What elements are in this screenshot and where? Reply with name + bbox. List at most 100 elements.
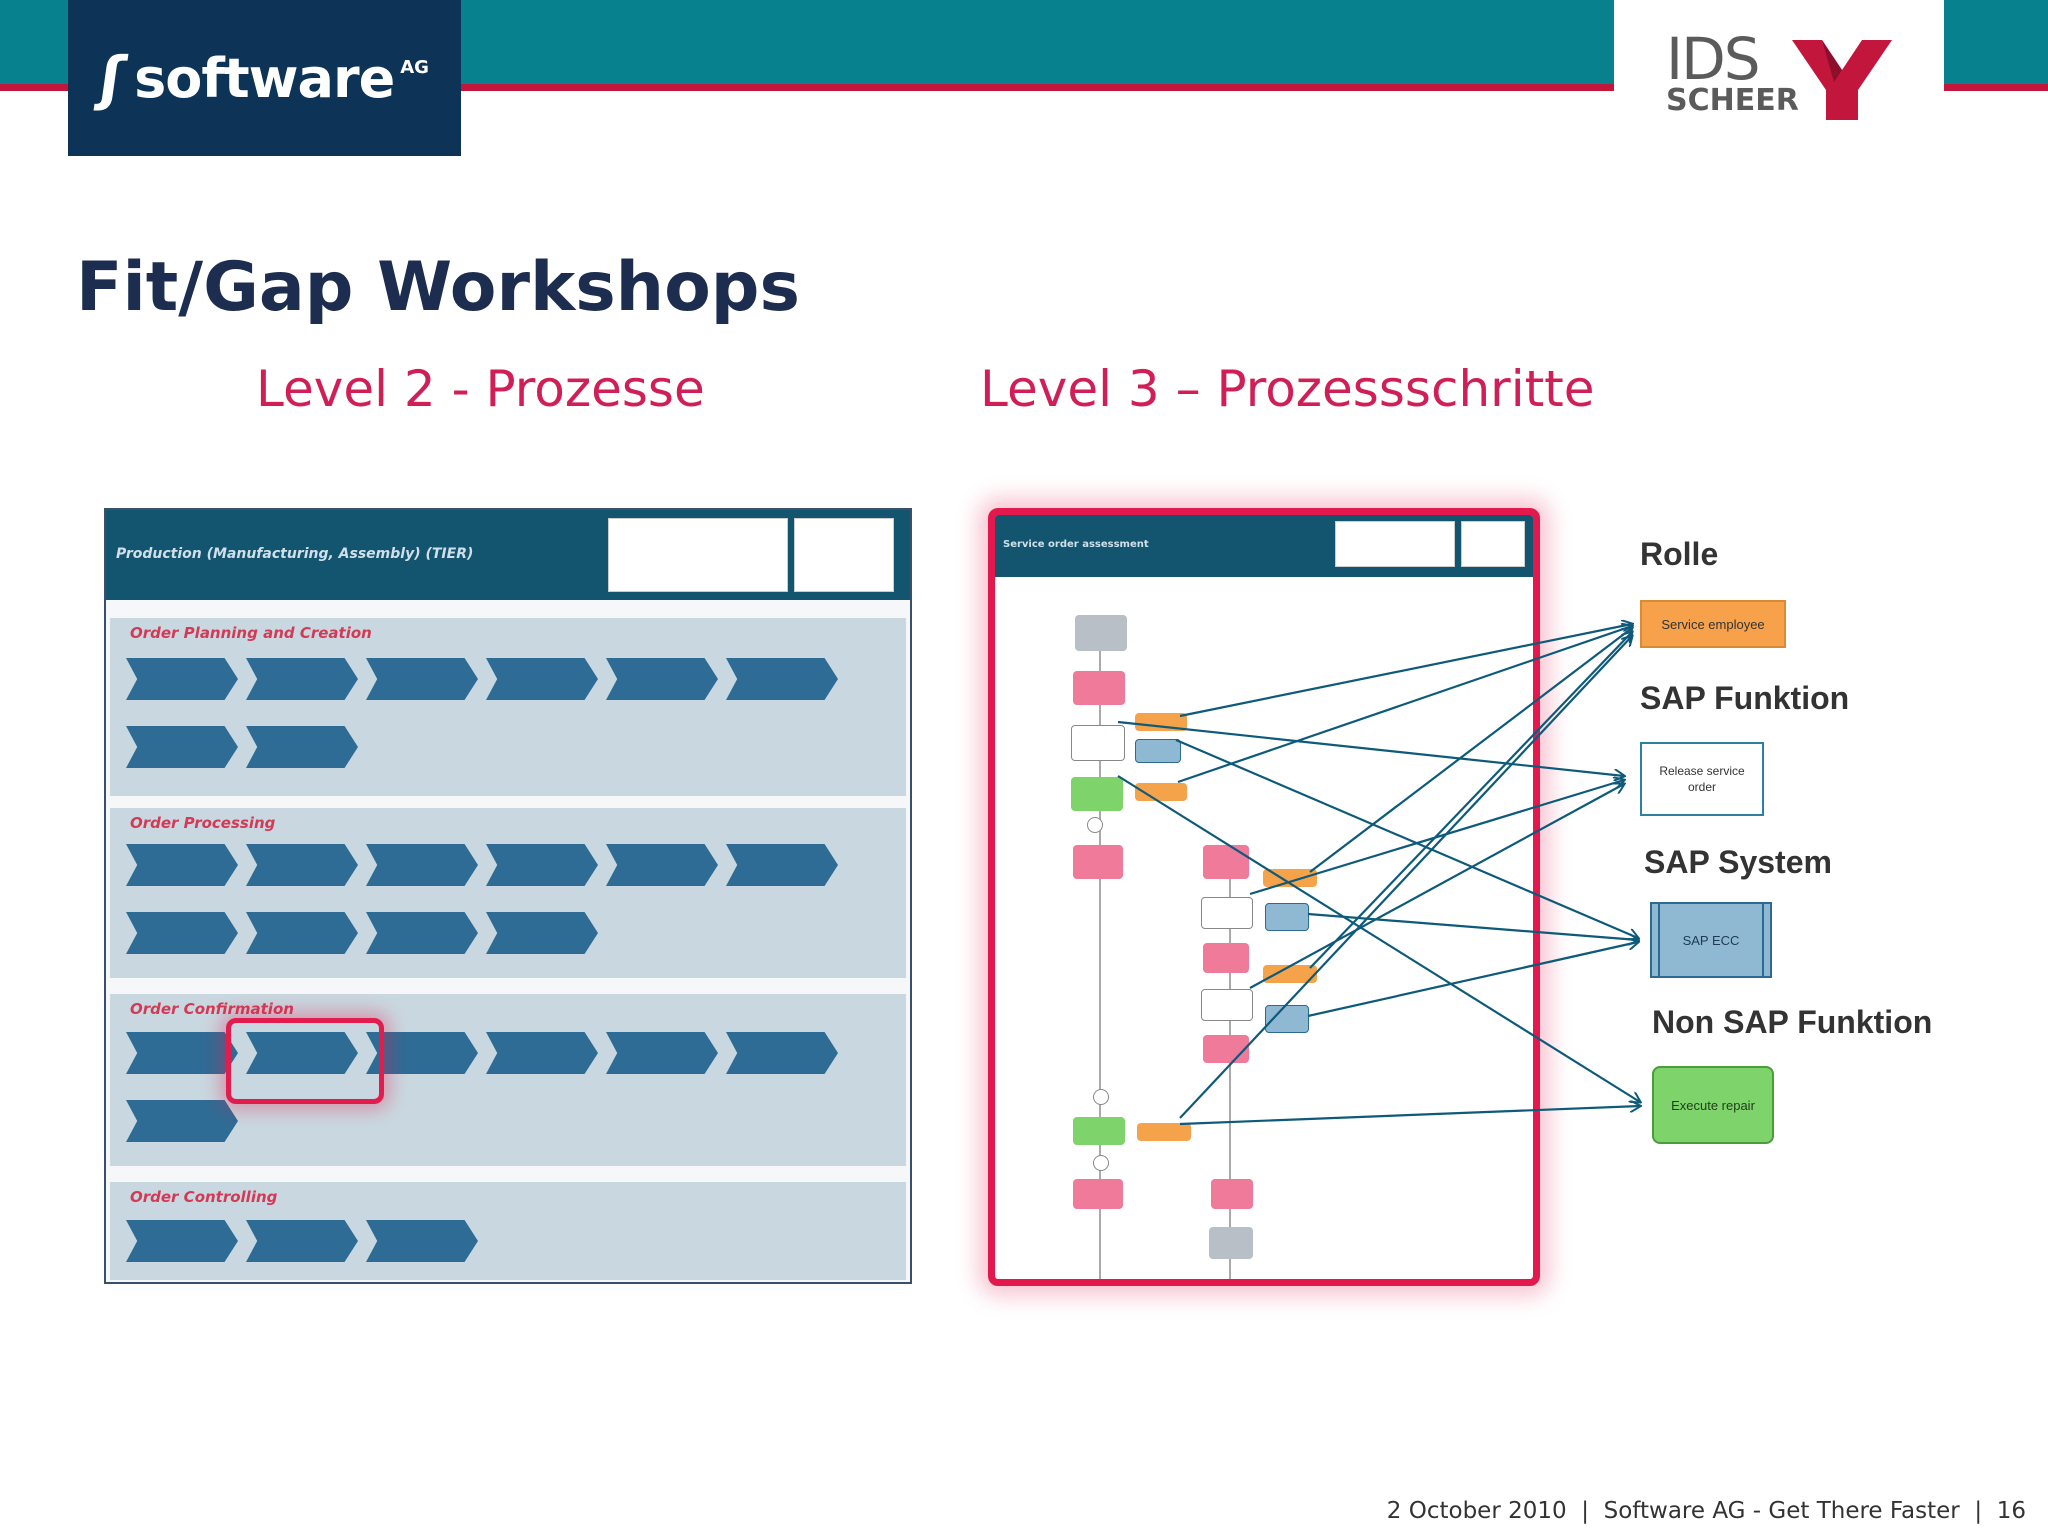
process-step bbox=[486, 912, 598, 954]
level3-step-screenshot: Service order assessment bbox=[988, 508, 1540, 1286]
process-step bbox=[606, 844, 718, 886]
discrete-performance-logo bbox=[608, 518, 788, 592]
arrow-to-role bbox=[1309, 628, 1632, 873]
process-step bbox=[126, 1220, 238, 1262]
level3-screenshot-title: Service order assessment bbox=[1003, 539, 1149, 550]
process-group: Order Planning and Creation bbox=[110, 618, 906, 796]
event-node bbox=[1073, 845, 1123, 879]
flow-connector bbox=[1099, 623, 1101, 1279]
legend-heading-sap-funktion: SAP Funktion bbox=[1640, 680, 1850, 716]
process-step bbox=[366, 1032, 478, 1074]
arrow-to-nonsap bbox=[1179, 1106, 1640, 1126]
process-step bbox=[486, 658, 598, 700]
process-step bbox=[246, 1220, 358, 1262]
software-ag-logo: ʃ software AG bbox=[68, 0, 461, 156]
function-node bbox=[1201, 897, 1253, 929]
page-number: 16 bbox=[1996, 1498, 2026, 1524]
arrow-to-function bbox=[1249, 784, 1624, 989]
role-node bbox=[1135, 783, 1187, 801]
arrow-to-system bbox=[1307, 942, 1638, 1018]
nonsap-node bbox=[1073, 1117, 1125, 1145]
level2-screenshot-title: Production (Manufacturing, Assembly) (TI… bbox=[116, 546, 474, 562]
arrow-to-system bbox=[1175, 738, 1638, 938]
header-red-line bbox=[0, 84, 2048, 91]
ids-scheer-logo: IDS SCHEER bbox=[1614, 0, 1944, 156]
arrow-to-role bbox=[1179, 636, 1632, 1119]
connector-node bbox=[1093, 1089, 1109, 1105]
legend-sap-function-box: Release service order bbox=[1640, 742, 1764, 816]
role-node bbox=[1263, 965, 1317, 983]
process-step bbox=[126, 1100, 238, 1142]
arrow-to-function bbox=[1117, 720, 1624, 776]
connector-node bbox=[1087, 817, 1103, 833]
role-node bbox=[1135, 713, 1187, 731]
event-node bbox=[1073, 1179, 1123, 1209]
process-step bbox=[726, 1032, 838, 1074]
connector-node bbox=[1093, 1155, 1109, 1171]
arrow-to-nonsap bbox=[1117, 775, 1640, 1102]
legend-sap-system-box: SAP ECC bbox=[1650, 902, 1772, 978]
ids-mini-logo bbox=[794, 518, 894, 592]
event-node bbox=[1209, 1227, 1253, 1259]
ids-scheer-mark-icon bbox=[1792, 40, 1892, 120]
system-node bbox=[1265, 903, 1309, 931]
footer-slogan: Software AG - Get There Faster bbox=[1603, 1498, 1960, 1524]
software-ag-suffix: AG bbox=[400, 56, 429, 78]
process-step bbox=[246, 844, 358, 886]
legend-role-box: Service employee bbox=[1640, 600, 1786, 648]
process-step bbox=[606, 1032, 718, 1074]
discrete-performance-mini-logo bbox=[1335, 521, 1455, 567]
event-node bbox=[1203, 845, 1249, 879]
process-group-title: Order Planning and Creation bbox=[130, 624, 372, 642]
process-step bbox=[126, 912, 238, 954]
ids-logo-text: IDS bbox=[1666, 25, 1761, 93]
legend-sap-function-label: Release service order bbox=[1659, 764, 1745, 794]
subhead-level3: Level 3 – Prozessschritte bbox=[980, 360, 1595, 418]
footer-date: 2 October 2010 bbox=[1386, 1498, 1567, 1524]
process-step bbox=[726, 658, 838, 700]
arrow-to-role bbox=[1309, 632, 1632, 969]
process-step bbox=[366, 1220, 478, 1262]
level2-screenshot-header: Production (Manufacturing, Assembly) (TI… bbox=[106, 510, 910, 600]
process-step bbox=[366, 912, 478, 954]
level2-process-screenshot: Production (Manufacturing, Assembly) (TI… bbox=[104, 508, 912, 1284]
event-node bbox=[1211, 1179, 1253, 1209]
page-title: Fit/Gap Workshops bbox=[76, 248, 800, 327]
legend-sap-system-label: SAP ECC bbox=[1682, 932, 1740, 948]
event-node bbox=[1203, 943, 1249, 973]
process-step bbox=[726, 844, 838, 886]
legend-non-sap-function-box: Execute repair bbox=[1652, 1066, 1774, 1144]
process-step bbox=[126, 844, 238, 886]
level2-highlight-frame bbox=[226, 1018, 384, 1104]
slide-footer: 2 October 2010 | Software AG - Get There… bbox=[1386, 1498, 2026, 1524]
process-step bbox=[246, 912, 358, 954]
level3-screenshot-header: Service order assessment bbox=[995, 515, 1533, 577]
function-node bbox=[1201, 989, 1253, 1021]
arrow-to-role bbox=[1179, 624, 1632, 718]
process-step bbox=[246, 658, 358, 700]
process-group-title: Order Processing bbox=[130, 814, 276, 832]
process-step bbox=[246, 726, 358, 768]
process-step bbox=[486, 1032, 598, 1074]
process-group: Order Controlling bbox=[110, 1182, 906, 1280]
function-node bbox=[1071, 725, 1125, 761]
role-node bbox=[1137, 1123, 1191, 1141]
process-group: Order Processing bbox=[110, 808, 906, 978]
legend-heading-rolle: Rolle bbox=[1640, 536, 1719, 572]
ids-mini-logo bbox=[1461, 521, 1525, 567]
process-step bbox=[126, 658, 238, 700]
process-step bbox=[486, 844, 598, 886]
arrow-to-system bbox=[1307, 912, 1638, 940]
subhead-level2: Level 2 - Prozesse bbox=[256, 360, 705, 418]
process-step bbox=[246, 1032, 358, 1074]
system-node bbox=[1135, 739, 1181, 763]
software-ag-wordmark: software bbox=[134, 46, 395, 110]
process-step bbox=[366, 658, 478, 700]
process-step bbox=[126, 726, 238, 768]
event-node bbox=[1203, 1035, 1249, 1063]
process-group-title: Order Confirmation bbox=[130, 1000, 294, 1018]
event-node bbox=[1075, 615, 1127, 651]
legend-heading-non-sap-funktion: Non SAP Funktion bbox=[1652, 1004, 1933, 1040]
role-node bbox=[1263, 869, 1317, 887]
